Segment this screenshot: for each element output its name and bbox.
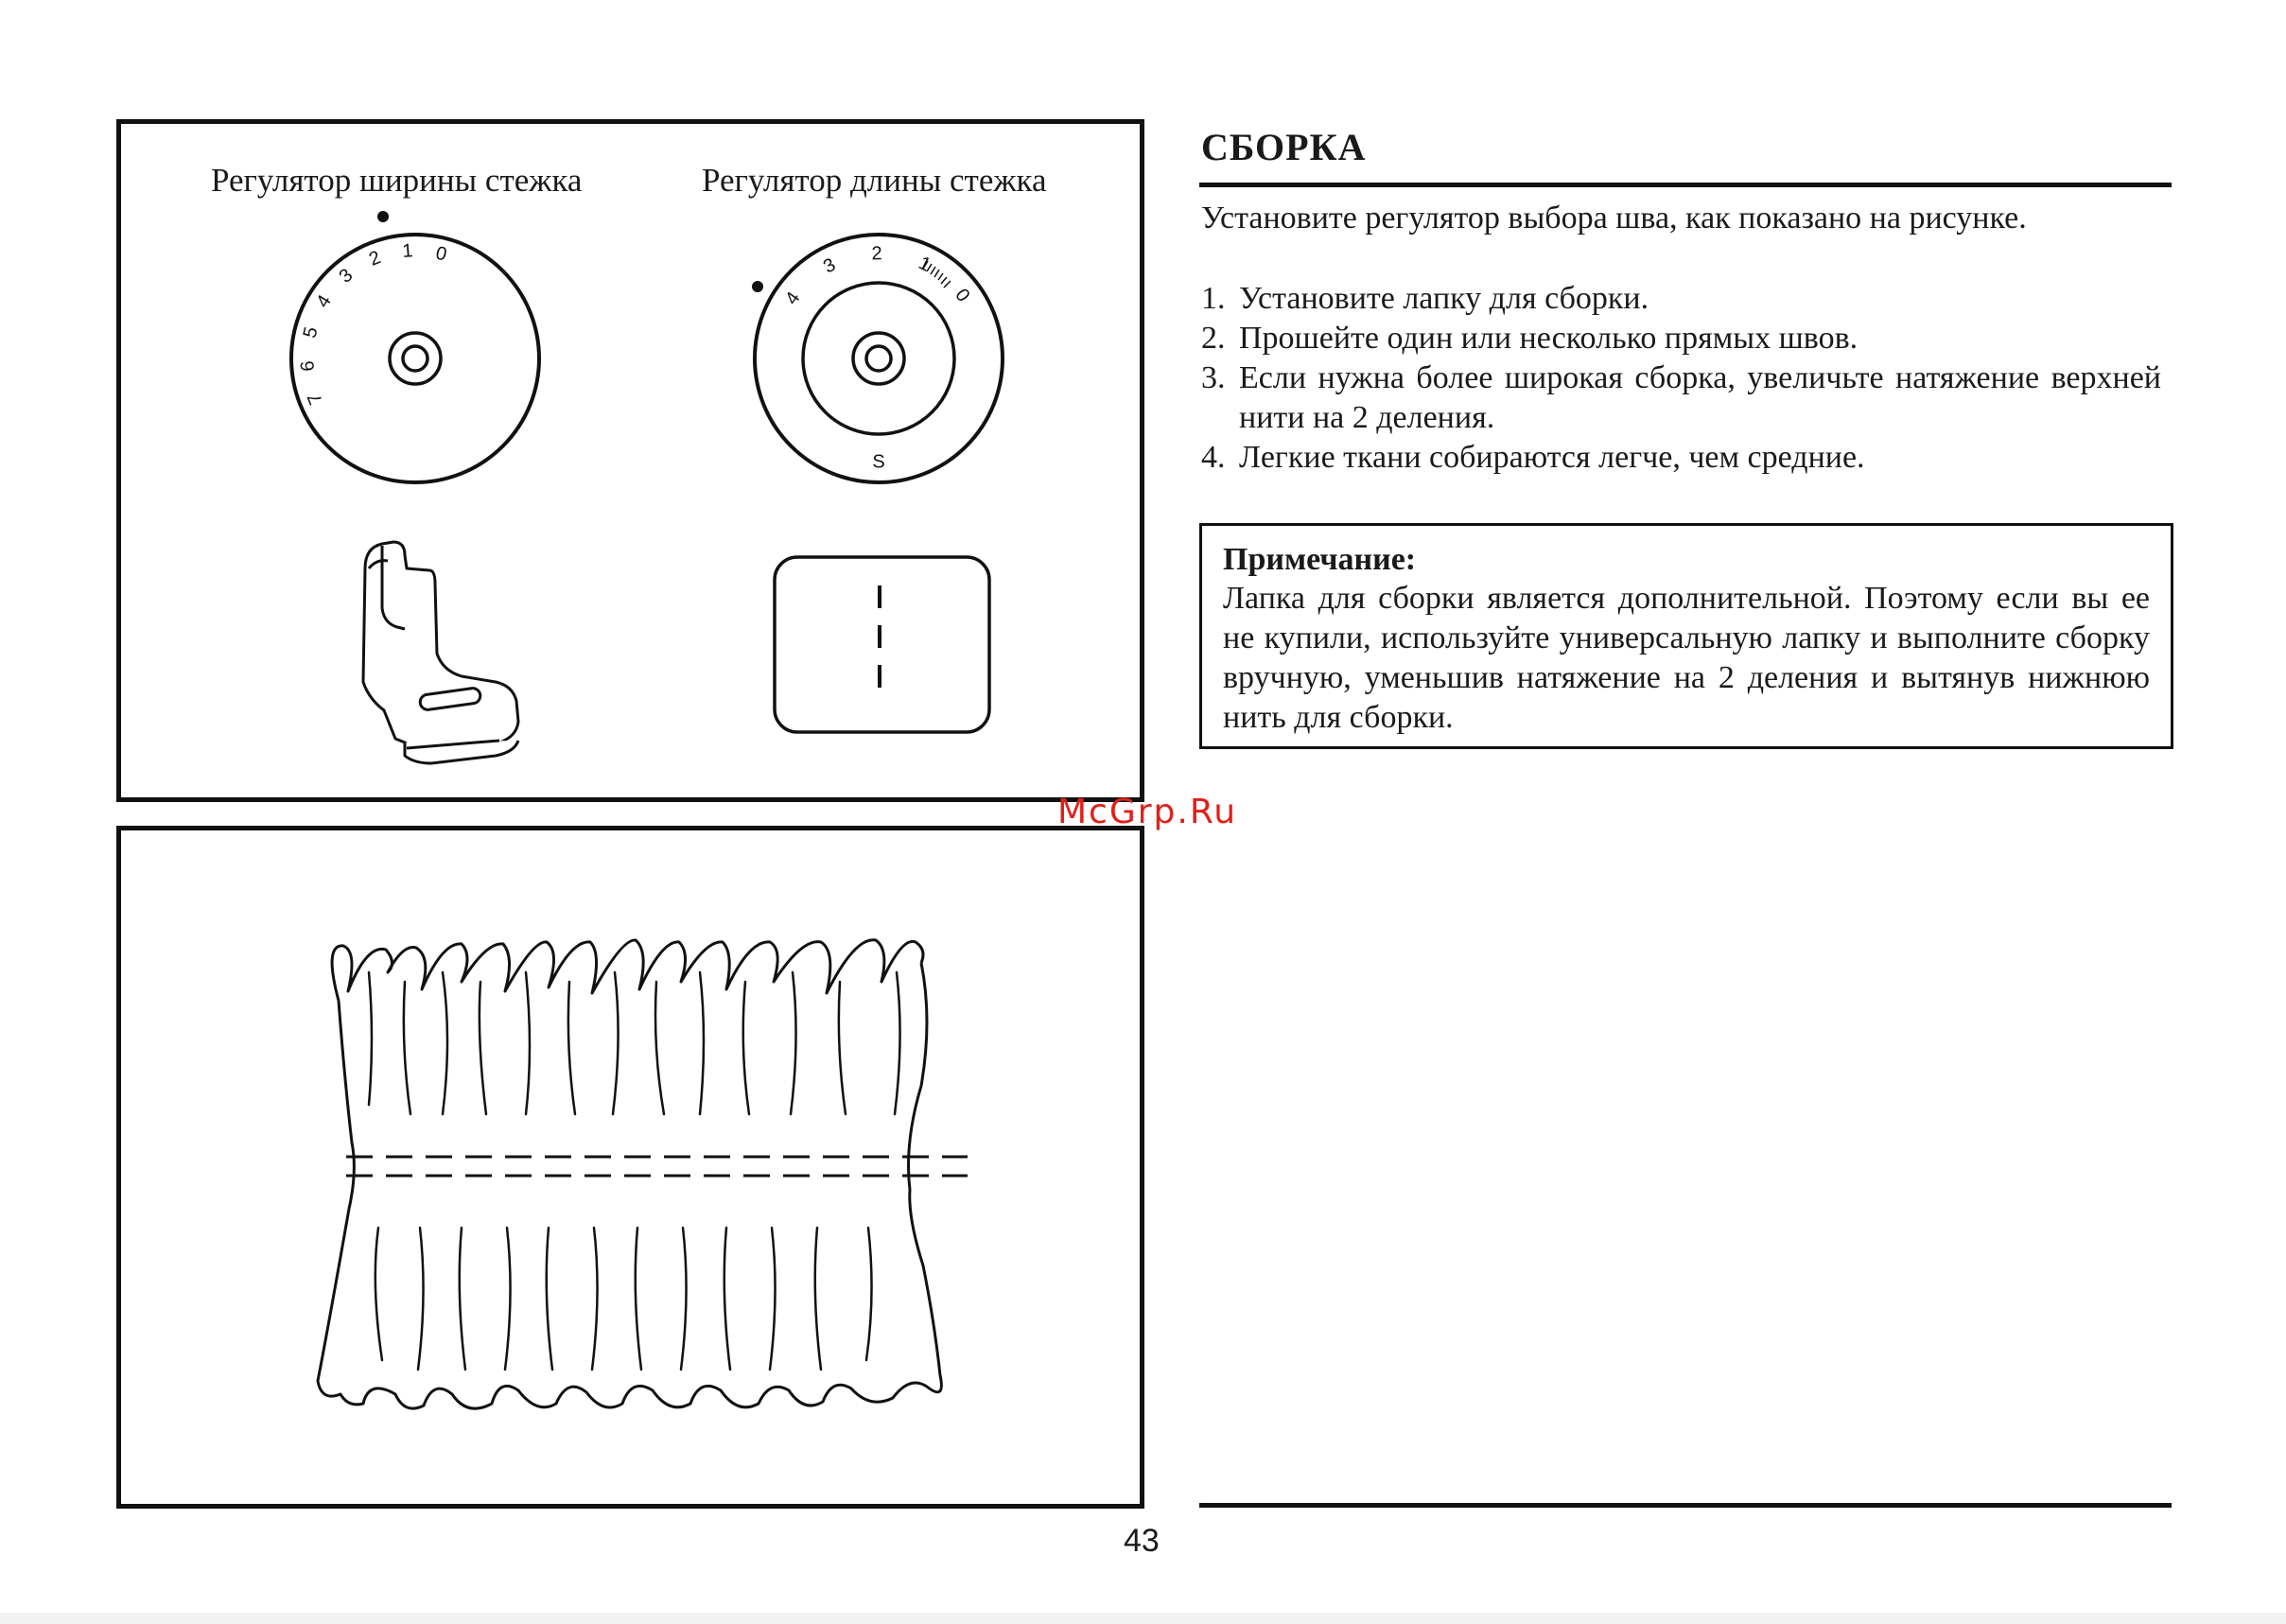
step-number: 4.: [1201, 440, 1226, 475]
width-indicator-dot: [377, 211, 389, 222]
step-number: 2.: [1201, 321, 1226, 356]
width-dial-mark: 4: [312, 291, 336, 311]
length-dial-mark: S: [872, 451, 884, 472]
step-text: Прошейте один или несколько прямых швов.: [1239, 321, 1858, 356]
step-item: 1. Установите лапку для сборки.: [1201, 279, 2161, 319]
width-dial-mark: 3: [336, 265, 358, 288]
length-dial-label: Регулятор длины стежка: [702, 162, 1047, 199]
fabric-outline: [316, 938, 943, 1410]
gathered-fabric-drawing: [316, 938, 968, 1410]
width-dial-label: Регулятор ширины стежка: [211, 162, 583, 199]
stitch-length-dial: [752, 233, 1004, 484]
length-dial-mark: 0: [951, 285, 973, 306]
note-text: Лапка для сборки является дополнительной…: [1223, 581, 2150, 735]
width-dial-mark: 6: [297, 360, 319, 373]
length-dial-mark: 3: [820, 254, 839, 278]
section-title: СБОРКА: [1201, 126, 1367, 168]
gathering-stitch-lines: [346, 1155, 968, 1178]
width-dial-mark: 0: [433, 243, 448, 266]
width-dial-mark: 1: [402, 240, 414, 262]
length-dial-hub-inner: [864, 344, 893, 373]
step-item: 3. Если нужна более широкая сборка, увели…: [1201, 358, 2161, 438]
title-divider: [1199, 183, 2172, 187]
length-dial-hub-outer: [851, 331, 906, 386]
length-dial-mark: 4: [781, 288, 804, 309]
step-item: 2. Прошейте один или несколько прямых шво…: [1201, 319, 2161, 358]
instruction-steps: 1. Установите лапку для сборки. 2. Прошейт…: [1201, 279, 2161, 478]
page-edge: [0, 1613, 2286, 1624]
watermark: McGrp.Ru: [1057, 793, 1238, 831]
length-dial-mark: 2: [871, 243, 882, 264]
length-dial-rim: [753, 233, 1004, 484]
width-dial-mark: 2: [366, 247, 384, 271]
step-item: 4. Легкие ткани собираются легче, чем сре…: [1201, 438, 2161, 478]
width-dial-rim: [289, 233, 541, 484]
intro-text: Установите регулятор выбора шва, как пок…: [1201, 201, 2027, 236]
width-dial-hub-outer: [388, 331, 443, 386]
length-indicator-dot: [752, 281, 763, 292]
width-dial-mark: 5: [300, 324, 323, 340]
page-number: 43: [1124, 1523, 1160, 1559]
fabric-fold-lines: [367, 970, 901, 1371]
step-text: Установите лапку для сборки.: [1239, 281, 1649, 316]
stitch-pattern-window: [773, 555, 991, 734]
step-number: 3.: [1201, 360, 1226, 395]
width-dial-mark: 7: [304, 390, 327, 408]
fine-scale-ticks: [922, 260, 951, 288]
gathering-foot-icon: [361, 540, 520, 765]
length-dial-ring: [801, 281, 956, 436]
note-box: Примечание: Лапка для сборки является до…: [1199, 523, 2173, 749]
note-title: Примечание:: [1223, 542, 1417, 577]
step-text: Если нужна более широкая сборка, увеличь…: [1239, 360, 2161, 435]
width-dial-hub-inner: [401, 344, 429, 373]
step-text: Легкие ткани собираются легче, чем средн…: [1239, 440, 1865, 475]
gathered-fabric-figure: [116, 826, 1144, 1509]
stitch-width-dial: [289, 211, 541, 484]
step-number: 1.: [1201, 281, 1226, 316]
bottom-divider: [1199, 1503, 2172, 1508]
dial-settings-figure: Регулятор ширины стежка Регулятор длины …: [116, 119, 1144, 802]
